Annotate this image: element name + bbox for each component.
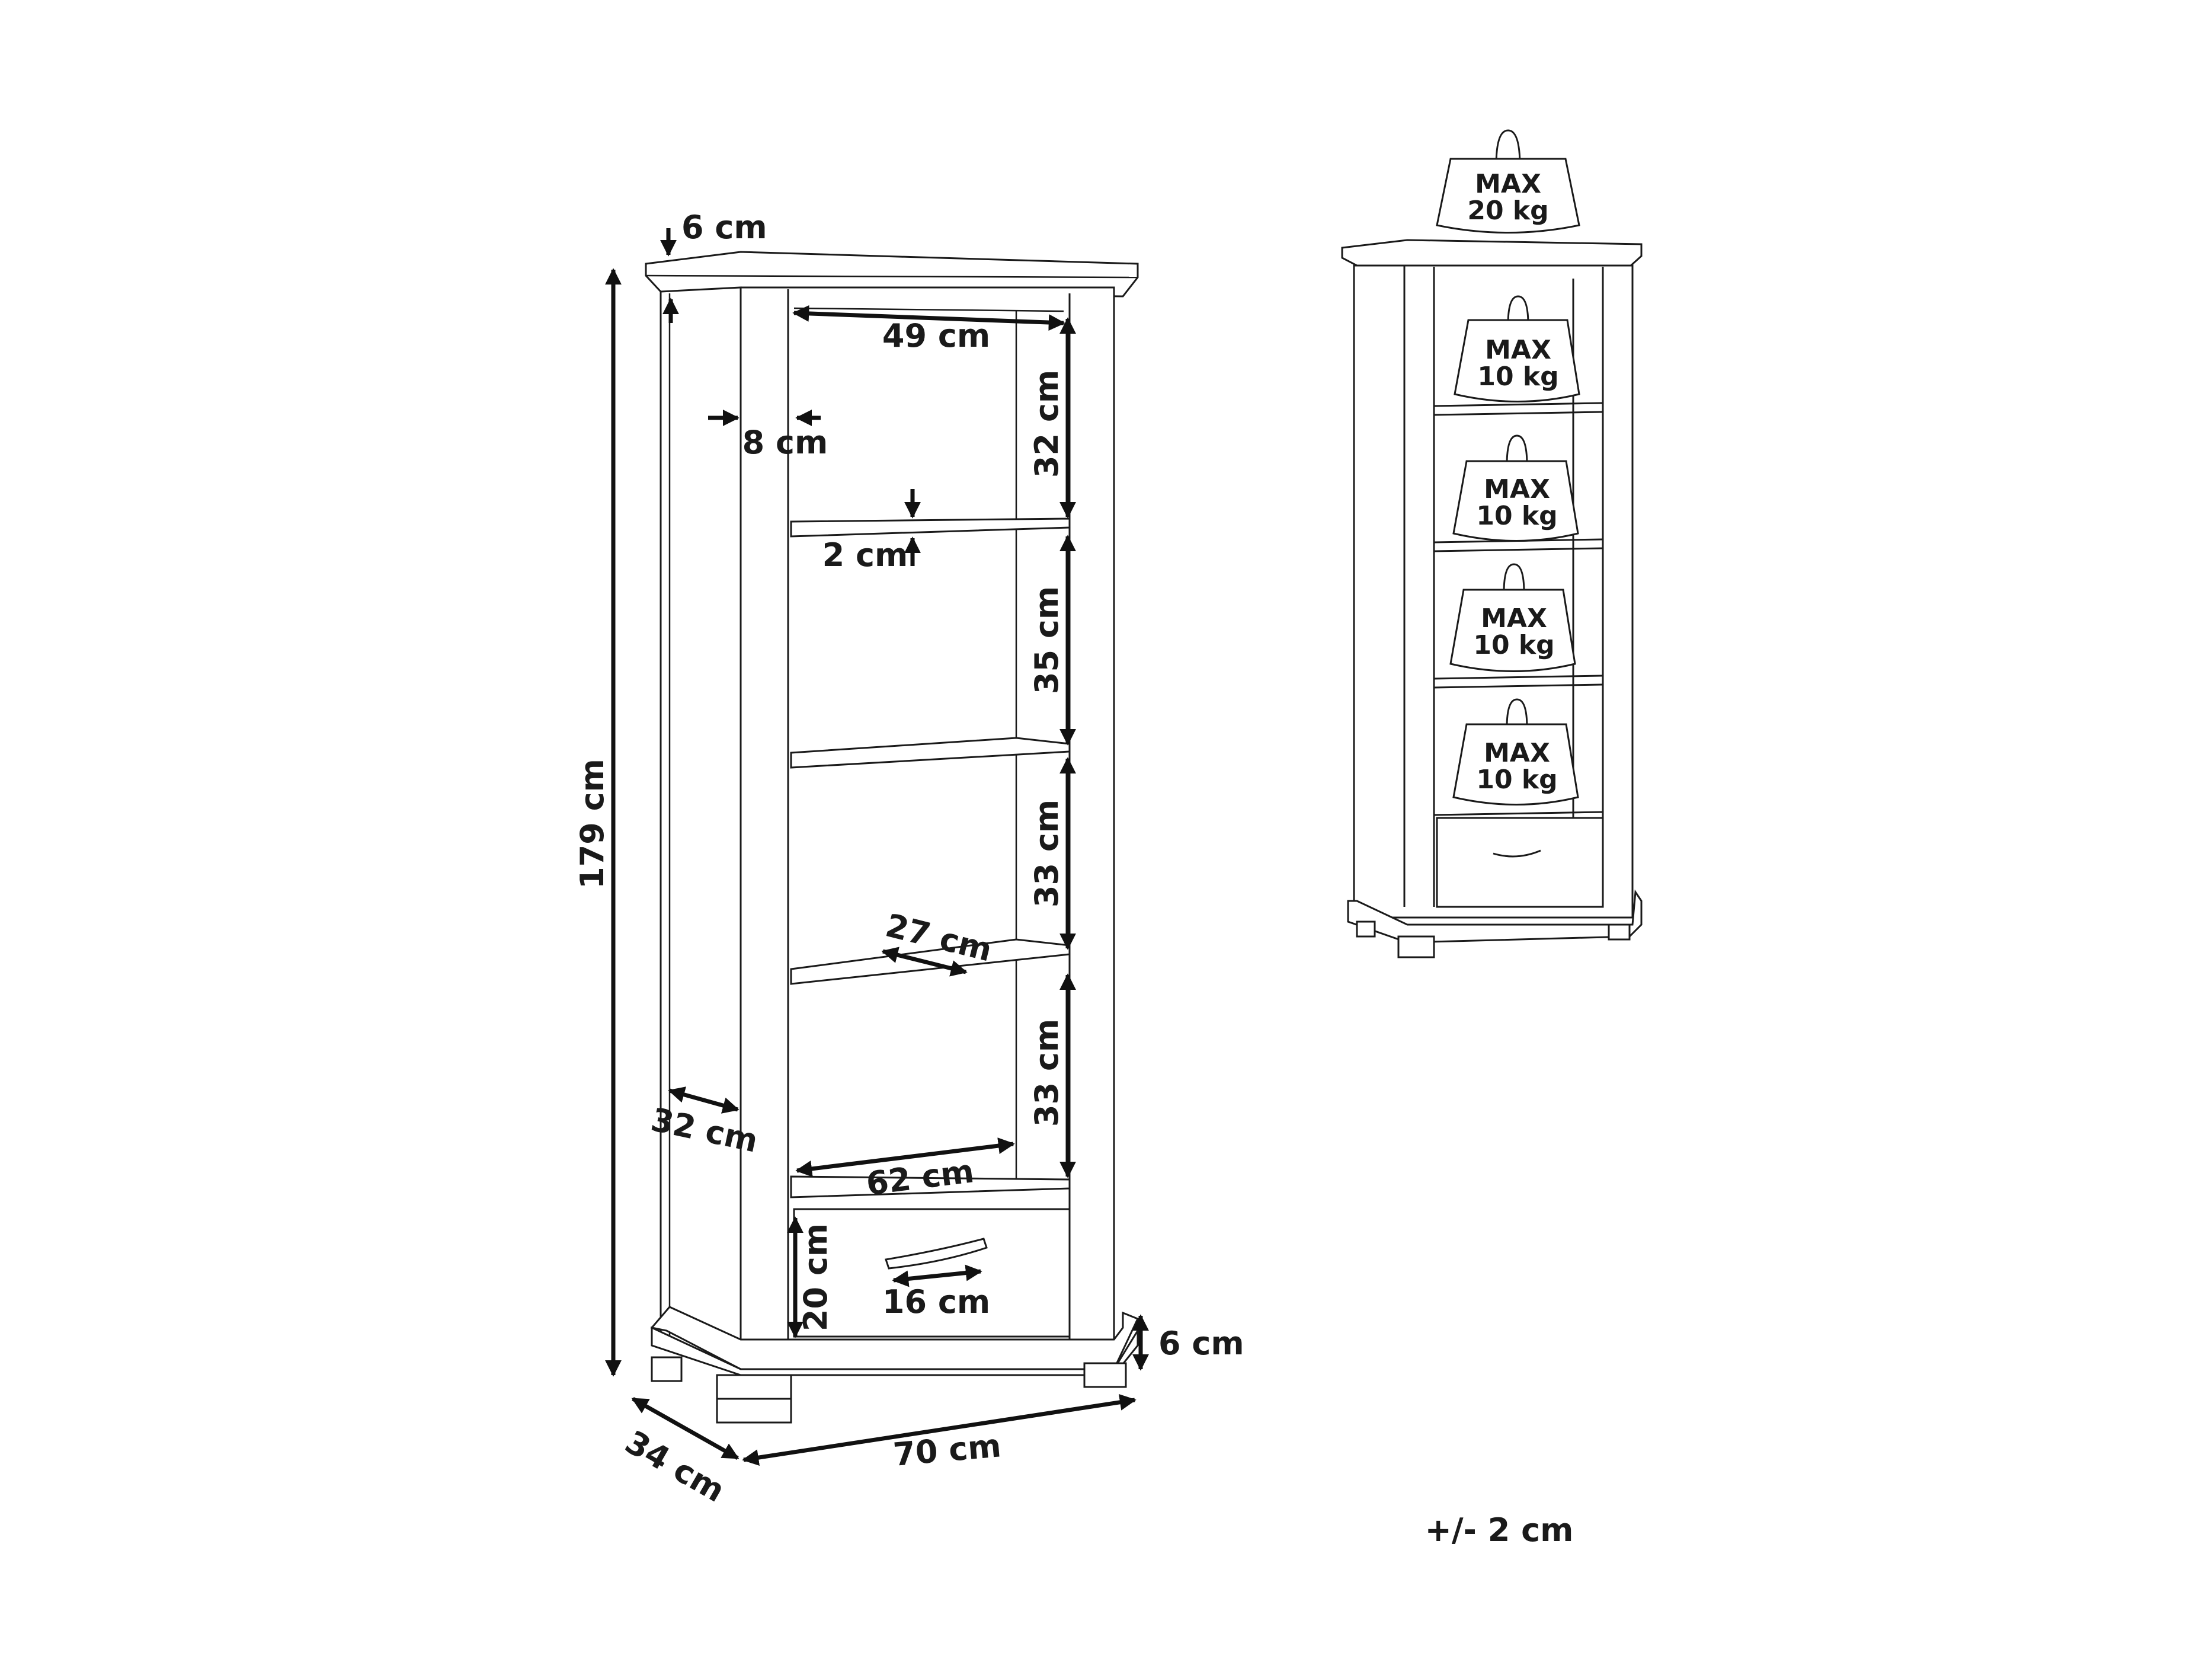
side-panel xyxy=(660,286,742,1377)
label-total-height: 179 cm xyxy=(574,759,611,889)
label-handle-width: 16 cm xyxy=(882,1283,990,1321)
label-compartment-4: 33 cm xyxy=(1028,1019,1065,1127)
label-side-panel-width: 8 cm xyxy=(742,424,828,461)
weight-shelf-2-value: 10 kg xyxy=(1476,501,1557,531)
weight-shelf-2-max: MAX xyxy=(1484,474,1550,504)
weight-top-value: 20 kg xyxy=(1467,196,1548,226)
label-top-cornice-height: 6 cm xyxy=(681,209,767,246)
dimension-arrows xyxy=(605,228,1149,1466)
weight-shelf-1-max: MAX xyxy=(1485,335,1551,365)
label-compartment-1: 32 cm xyxy=(1028,370,1065,478)
label-drawer-height: 20 cm xyxy=(797,1223,834,1331)
weight-shelf-4-max: MAX xyxy=(1484,738,1550,768)
label-shelf-thickness: 2 cm xyxy=(822,536,908,574)
label-base-height: 6 cm xyxy=(1158,1325,1244,1362)
label-inner-width-top: 49 cm xyxy=(882,317,990,354)
foot xyxy=(716,1395,792,1424)
label-compartment-3: 33 cm xyxy=(1028,800,1065,907)
foot xyxy=(1083,1362,1127,1388)
load-cabinet xyxy=(1341,239,1643,958)
weight-shelf-2: MAX 10 kg xyxy=(1452,434,1579,542)
weight-shelf-4: MAX 10 kg xyxy=(1452,698,1579,805)
weight-shelf-3-max: MAX xyxy=(1481,603,1547,634)
label-total-depth: 34 cm xyxy=(619,1423,731,1510)
top-cornice xyxy=(645,251,1139,298)
weight-shelf-3: MAX 10 kg xyxy=(1449,563,1576,672)
weight-shelf-1-value: 10 kg xyxy=(1477,362,1558,392)
load-drawer xyxy=(1436,817,1604,908)
weight-shelf-4-value: 10 kg xyxy=(1476,765,1557,795)
foot xyxy=(651,1356,683,1382)
plinth xyxy=(650,1306,1139,1370)
label-compartment-2: 35 cm xyxy=(1028,586,1065,694)
weight-top: MAX 20 kg xyxy=(1436,129,1580,234)
weight-top-max: MAX xyxy=(1475,169,1541,199)
weight-shelf-3-value: 10 kg xyxy=(1473,630,1554,660)
label-tolerance: +/- 2 cm xyxy=(1425,1511,1574,1549)
load-weights: MAX 20 kg MAX 10 kg MAX 10 kg MAX 10 kg xyxy=(1436,129,1580,805)
weight-shelf-1: MAX 10 kg xyxy=(1454,295,1580,402)
load-top-cornice xyxy=(1341,239,1643,268)
